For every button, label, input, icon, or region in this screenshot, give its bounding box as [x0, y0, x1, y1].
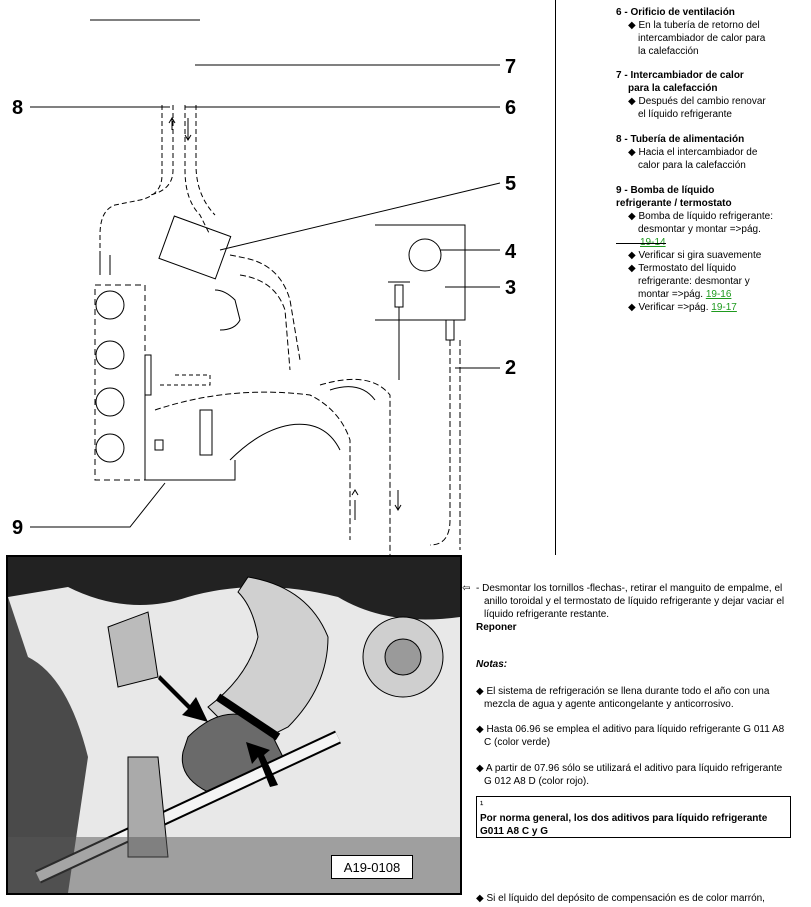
legend-item-9: 9 - Bomba de líquido refrigerante / term…: [616, 184, 773, 314]
note-text: G 012 A8 D (color rojo).: [484, 776, 590, 787]
note-box-text: G011 A8 C y G: [480, 826, 548, 837]
note-1: ◆ El sistema de refrigeración se llena d…: [476, 685, 804, 711]
legend-title: para la calefacción: [628, 83, 718, 94]
callout-8: 8: [12, 97, 24, 119]
procedure-line: anillo toroidal y el termostato de líqui…: [484, 596, 785, 607]
left-arrow-icon: ⇦: [462, 583, 471, 594]
note-3: ◆ A partir de 07.96 sólo se utilizará el…: [476, 762, 804, 788]
photo-code: A19-0108: [331, 855, 413, 879]
page-link-19-16[interactable]: 19-16: [705, 289, 732, 300]
note-text: ◆ El sistema de refrigeración se llena d…: [476, 686, 770, 697]
engine-photo-illustration: [8, 557, 460, 893]
legend-text: ◆ Hacia el intercambiador de: [628, 147, 758, 158]
arrow-icon: [246, 742, 278, 787]
legend-item-7: 7 - Intercambiador de calor para la cale…: [616, 69, 766, 121]
supply-pipe: [99, 105, 163, 265]
legend-title: 7 - Intercambiador de calor: [616, 70, 744, 81]
column-divider: [555, 0, 556, 555]
legend-text: calor para la calefacción: [638, 160, 746, 171]
legend-text: la calefacción: [638, 46, 699, 57]
leader-9: [30, 482, 166, 528]
callout-6: 6: [505, 97, 517, 119]
legend-title: 8 - Tubería de alimentación: [616, 134, 745, 145]
callout-4: 4: [505, 241, 517, 263]
legend-title: 9 - Bomba de líquido: [616, 185, 715, 196]
note-2: ◆ Hasta 06.96 se emplea el aditivo para …: [476, 723, 804, 749]
legend-item-8: 8 - Tubería de alimentación ◆ Hacia el i…: [616, 133, 757, 172]
page-link-19-14[interactable]: 19-14: [640, 237, 666, 248]
callout-5: 5: [505, 173, 517, 195]
legend-text: ◆ Termostato del líquido: [628, 263, 737, 274]
procedure-line: - Desmontar los tornillos -flechas-, ret…: [476, 583, 783, 594]
legend-text: montar =>pág.: [638, 289, 704, 300]
callout-7: 7: [505, 56, 517, 78]
legend-text: ◆ Bomba de líquido refrigerante:: [628, 211, 773, 222]
note-box-text: Por norma general, los dos aditivos para…: [480, 813, 768, 824]
link-underline-rule: [616, 243, 666, 244]
legend-text: refrigerante: desmontar y: [638, 276, 750, 287]
callout-3: 3: [505, 277, 517, 299]
note-text: C (color verde): [484, 737, 551, 748]
legend-text: intercambiador de calor para: [638, 33, 766, 44]
page-link-19-17[interactable]: 19-17: [711, 302, 737, 313]
legend-text: el líquido refrigerante: [638, 109, 732, 120]
note-box-icon: ¹: [480, 800, 484, 811]
note-text: ◆ A partir de 07.96 sólo se utilizará el…: [476, 763, 783, 774]
legend-text: ◆ Después del cambio renovar: [628, 96, 766, 107]
notes-heading: Notas:: [476, 659, 508, 670]
engine-photo: [6, 555, 462, 895]
leader-5: [219, 182, 501, 251]
note-text: ◆ Hasta 06.96 se emplea el aditivo para …: [476, 724, 785, 735]
legend-text: desmontar y montar =>pág.: [638, 224, 761, 235]
reponer-label: Reponer: [476, 622, 517, 633]
note-cut-off: ◆ Si el líquido del depósito de compensa…: [476, 893, 765, 904]
coolant-system-diagram: [30, 19, 501, 555]
note-box: ¹ Por norma general, los dos aditivos pa…: [476, 796, 791, 838]
legend-text: ◆ Verificar si gira suavemente: [628, 250, 762, 261]
procedure-text: - Desmontar los tornillos -flechas-, ret…: [476, 582, 804, 634]
callout-2: 2: [505, 357, 517, 379]
note-text: mezcla de agua y agente anticongelante y…: [484, 699, 734, 710]
procedure-line: líquido refrigerante restante.: [484, 609, 610, 620]
legend-item-6: 6 - Orificio de ventilación ◆ En la tube…: [616, 6, 765, 58]
legend-text: ◆ En la tubería de retorno del: [628, 20, 760, 31]
legend-title: refrigerante / termostato: [616, 198, 732, 209]
legend-text: ◆ Verificar =>pág.: [628, 302, 709, 313]
legend-title: 6 - Orificio de ventilación: [616, 7, 735, 18]
arrow-icon: [158, 675, 208, 722]
callout-9: 9: [12, 517, 24, 539]
